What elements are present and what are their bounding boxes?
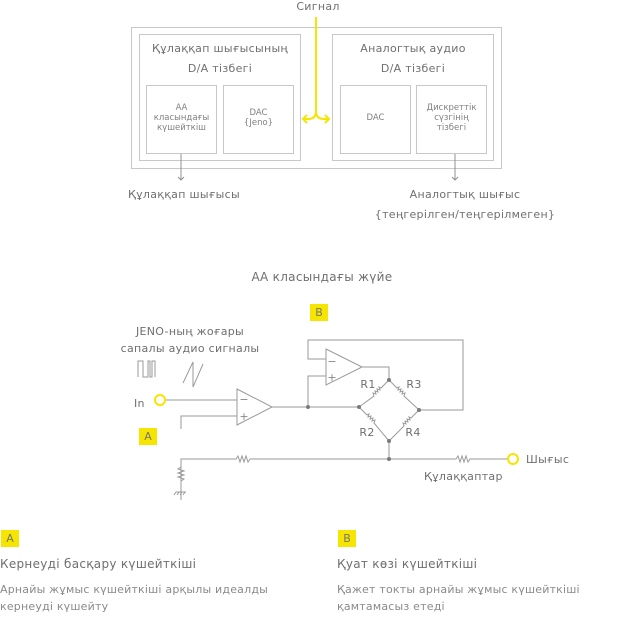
headphones-label: Құлаққаптар [424, 470, 503, 483]
headphone-block-title-2: D/A тізбегі [187, 62, 253, 75]
analog-block-title-2: D/A тізбегі [380, 62, 446, 75]
junction-dot [387, 457, 391, 461]
junction-dot [387, 439, 391, 443]
junction-dot [306, 405, 310, 409]
opamp-a-plus-wire [180, 415, 237, 429]
sawtooth-wave-icon [182, 361, 204, 388]
square-wave-icon [137, 360, 156, 378]
analog-output-label-2: {теңгерілген/теңгерілмеген} [374, 208, 556, 221]
badge-a: A [139, 428, 157, 445]
legend-b-desc-2: қамтамасыз етеді [337, 600, 445, 613]
output-label: Шығыс [526, 453, 570, 466]
r3-label: R3 [406, 378, 422, 391]
badge-b: B [310, 304, 328, 321]
dac-jeno-line-1: DAC [249, 108, 268, 118]
headphone-block-title-1: Құлаққап шығысының [151, 42, 288, 55]
dac-jeno-box [223, 85, 294, 154]
analog-output-label-1: Аналогтық шығыс [409, 188, 521, 201]
junction-dot [357, 405, 361, 409]
legend-b-desc-1: Қажет токты арнайы жұмыс күшейткіші [337, 583, 580, 596]
opamp-a-minus: − [239, 393, 249, 406]
input-terminal [154, 394, 166, 406]
aa-amp-line-3: күшейткіш [157, 123, 206, 133]
signal-label: Сигнал [296, 0, 340, 13]
aa-amp-line-2: класындағы [153, 113, 210, 123]
opamp-b-minus: − [327, 355, 337, 368]
legend-a-title: Кернеуді басқару күшейткіші [0, 557, 197, 571]
analog-block-title-1: Аналогтық аудио [360, 42, 466, 55]
opamp-a-plus: + [239, 410, 249, 423]
legend-a-desc-1: Арнайы жұмыс күшейткіші арқылы идеалды [0, 583, 269, 596]
opamp-b-plus: + [327, 371, 337, 384]
discrete-filter-line-1: Дискреттік [426, 103, 477, 113]
aa-class-amplifier-box [146, 85, 217, 154]
legend-a-desc-2: кернеуді күшейту [0, 600, 109, 613]
r2-label: R2 [359, 426, 375, 439]
aa-amp-line-1: АА [175, 103, 188, 113]
ground-resistor [176, 466, 186, 491]
discrete-filter-line-3: тізбегі [436, 123, 467, 133]
junction-dot [417, 408, 421, 412]
headphone-output-label: Құлаққап шығысы [128, 188, 240, 201]
discrete-filter-line-2: сүзгінің [434, 113, 469, 123]
legend-b-title: Қуат көзі күшейткіші [337, 557, 478, 571]
circuit-title: АА класындағы жүйе [251, 270, 393, 284]
discrete-filter-box [416, 85, 487, 154]
source-label-1: JENO-ның жоғары [135, 325, 245, 338]
output-terminal [507, 453, 519, 465]
legend-b-badge: B [338, 530, 356, 547]
r1-label: R1 [360, 378, 376, 391]
ground-symbol [173, 491, 186, 496]
dac-jeno-line-2: {Jeno} [243, 118, 274, 128]
opamp-b-plus-wire [307, 375, 326, 407]
analog-dac-label: DAC [366, 113, 385, 123]
source-label-2: сапалы аудио сигналы [120, 342, 260, 355]
junction-dot [387, 378, 391, 382]
analog-dac-box [340, 85, 411, 154]
input-label: In [134, 397, 145, 410]
r4-label: R4 [405, 426, 421, 439]
legend-a-badge: A [1, 530, 19, 547]
